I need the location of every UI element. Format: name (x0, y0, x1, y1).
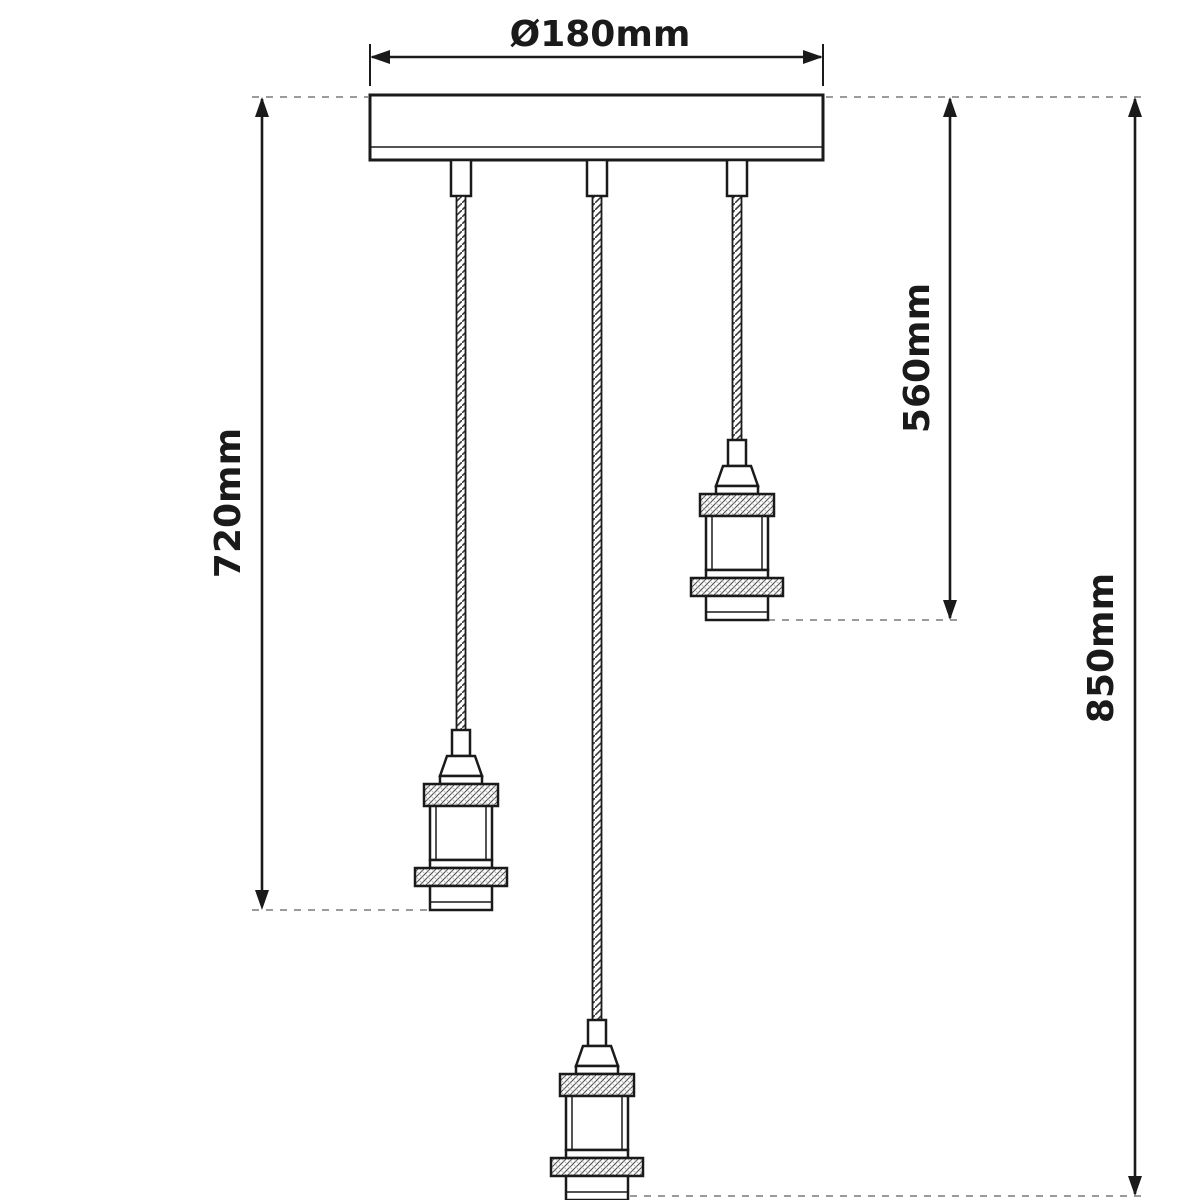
cord-right (731, 195, 743, 441)
cord-middle (591, 195, 603, 1021)
cord-left (455, 195, 467, 731)
ceiling-canopy (368, 93, 825, 162)
label-left-drop: 720mm (208, 428, 249, 578)
socket-middle (549, 1018, 645, 1200)
socket-left (413, 728, 509, 912)
dimension-canopy-diameter: Ø180mm (369, 14, 824, 86)
cord-grip-right (725, 158, 749, 198)
dimension-short-drop: 560mm (897, 97, 957, 620)
label-canopy-diameter: Ø180mm (510, 14, 691, 55)
label-short-drop: 560mm (897, 283, 938, 433)
dimension-total-drop: 850mm (1081, 97, 1142, 1196)
cord-grip-left (449, 158, 473, 198)
socket-right (689, 438, 785, 622)
dimension-left-drop: 720mm (208, 97, 269, 910)
label-total-drop: 850mm (1081, 573, 1122, 723)
cord-grip-middle (585, 158, 609, 198)
